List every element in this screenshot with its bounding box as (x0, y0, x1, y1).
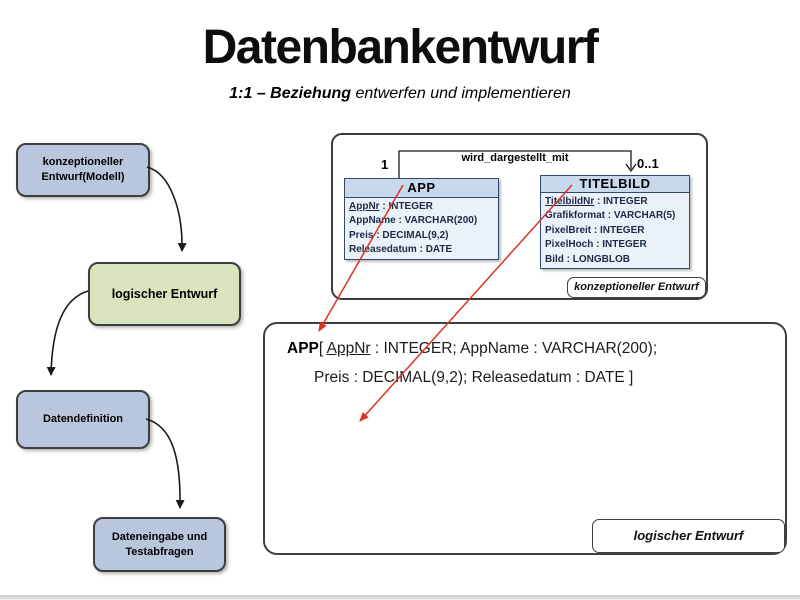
attribute-row: AppNr : INTEGER (349, 201, 433, 212)
flow-step-logischer-entwurf: logischer Entwurf (88, 262, 241, 326)
flow-arrow-3-icon (145, 418, 185, 509)
flow-step-label-line1: Dateneingabe und (111, 530, 208, 543)
entity-table-app: APP AppNr : INTEGER AppName : VARCHAR(20… (344, 178, 499, 260)
subtitle-rest-part: entwerfen und implementieren (351, 85, 571, 102)
attribute-row: Bild : LONGBLOB (545, 253, 630, 265)
caption-konzeptioneller-entwurf: konzeptioneller Entwurf (567, 277, 706, 298)
page-subtitle: 1:1 – Beziehung entwerfen und implementi… (0, 85, 800, 103)
attribute-row: PixelHoch : INTEGER (545, 239, 647, 251)
attribute-row: Releasedatum : DATE (349, 244, 453, 256)
attribute-row: Preis : DECIMAL(9,2) (349, 229, 449, 241)
flow-step-label-line2: Entwurf(Modell) (41, 171, 125, 183)
flow-step-label-line1: konzeptioneller (42, 156, 124, 168)
flow-step-datendefinition: Datendefinition (16, 390, 150, 449)
cardinality-right-label: 0..1 (637, 156, 659, 171)
cardinality-left-label: 1 (381, 157, 389, 172)
flow-step-label: logischer Entwurf (111, 286, 218, 301)
entity-attributes: TitelbildNr : INTEGER Grafikformat : VAR… (541, 193, 689, 268)
flow-arrow-1-icon (146, 166, 187, 252)
attribute-row: PixelBreit : INTEGER (545, 224, 645, 236)
relation-schema-line1: APP[ AppNr : INTEGER; AppName : VARCHAR(… (287, 340, 658, 357)
entity-title: TITELBILD (541, 176, 689, 193)
slide-bottom-edge (0, 595, 800, 600)
flow-step-label-line2: Testabfragen (125, 545, 194, 558)
flow-arrow-2-icon (46, 290, 89, 376)
attribute-row: TitelbildNr : INTEGER (545, 196, 648, 207)
attribute-row: AppName : VARCHAR(200) (349, 215, 478, 227)
attribute-row: Grafikformat : VARCHAR(5) (545, 210, 676, 222)
page-title: Datenbankentwurf (202, 21, 599, 74)
entity-title: APP (345, 179, 498, 198)
flow-step-konzeptioneller-entwurf: konzeptioneller Entwurf(Modell) (16, 143, 150, 197)
relation-schema-line2: Preis : DECIMAL(9,2); Releasedatum : DAT… (314, 369, 634, 386)
flow-step-dateneingabe: Dateneingabe und Testabfragen (93, 517, 226, 572)
relationship-name-label: wird_dargestellt_mit (461, 152, 569, 164)
entity-table-titelbild: TITELBILD TitelbildNr : INTEGER Grafikfo… (540, 175, 690, 270)
entity-attributes: AppNr : INTEGER AppName : VARCHAR(200) P… (345, 198, 498, 259)
flow-step-label: Datendefinition (42, 413, 124, 425)
caption-logischer-entwurf: logischer Entwurf (592, 519, 785, 553)
subtitle-bold-part: 1:1 – Beziehung (229, 85, 352, 102)
